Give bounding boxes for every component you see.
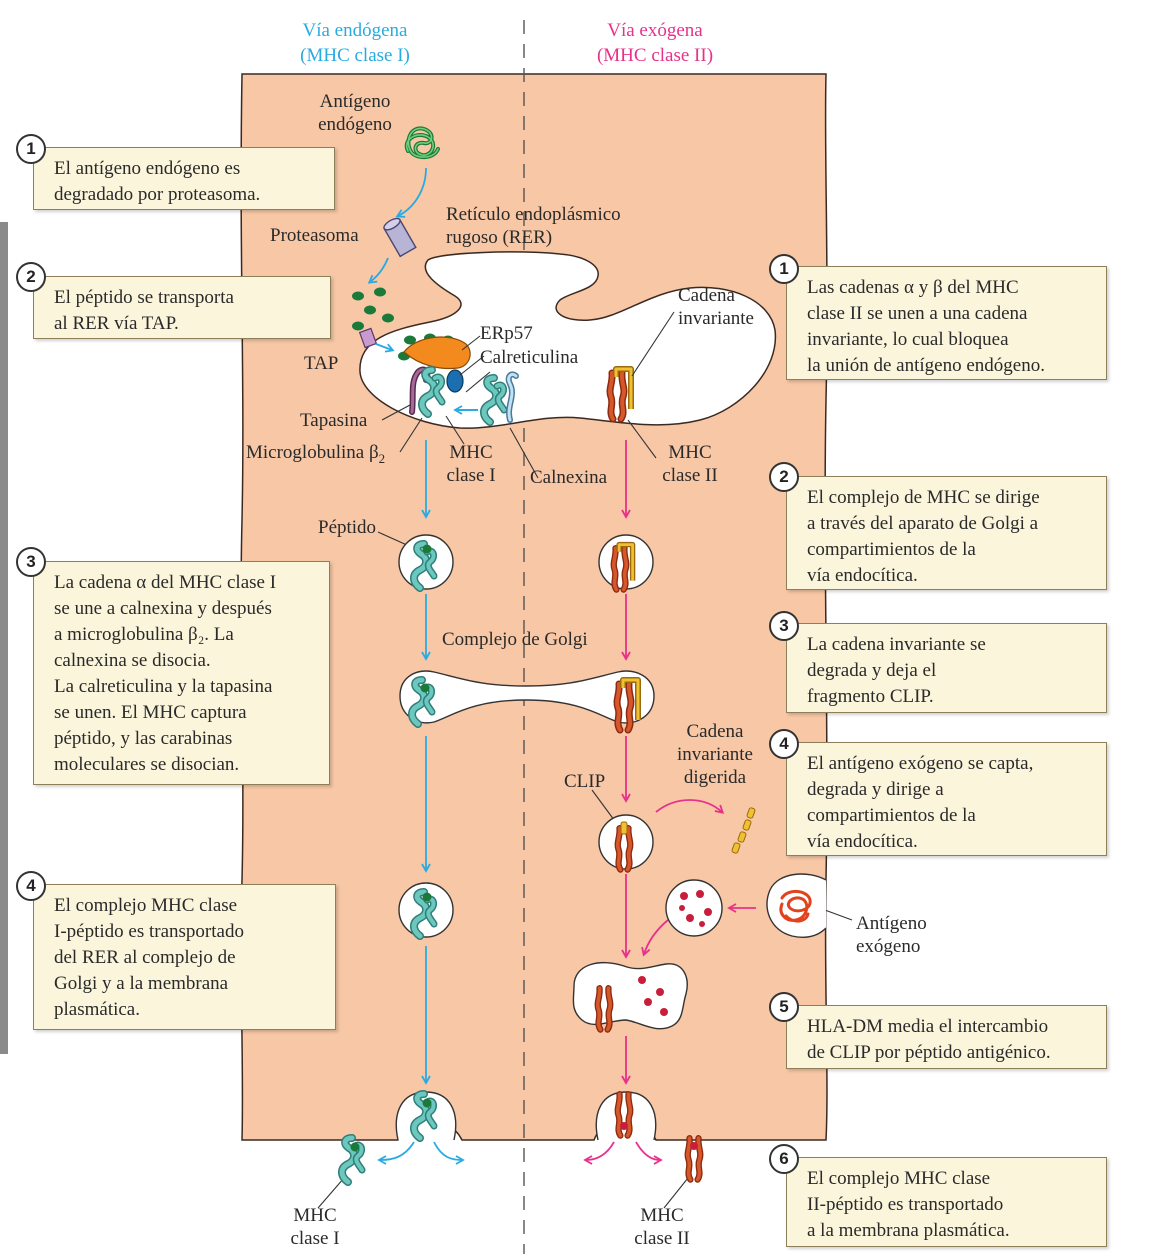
left-step-2-number: 2 [16,262,46,292]
label-b2-microglobulin: Microglobulina β2 [246,442,386,466]
right-step-2-box: El complejo de MHC se dirige a través de… [786,476,1107,590]
calreticulin [446,369,464,393]
proteasome [383,217,417,258]
label-surface-mhc-ii: MHC clase II [634,1205,690,1249]
endogenous-antigen [404,126,440,160]
left-step-2-box: El péptido se transporta al RER vía TAP. [33,276,331,339]
vesicle-endo-1 [398,534,454,589]
vesicle-exo-1 [598,534,654,590]
label-proteasome: Proteasoma [270,225,359,246]
right-step-3-box: La cadena invariante se degrada y deja e… [786,623,1107,713]
label-mhc-class-ii-er: MHC clase II [662,442,718,486]
vesicle-endo-2 [398,882,454,937]
exogenous-antigen [779,890,812,923]
exogenous-pathway-header: Vía exógena (MHC clase II) [596,20,714,66]
right-step-1-number: 1 [769,254,799,284]
right-step-4-box: El antígeno exógeno se capta, degrada y … [786,742,1107,856]
label-surface-mhc-i: MHC clase I [290,1205,340,1249]
left-step-4-box: El complejo MHC clase I-péptido es trans… [33,884,336,1030]
right-step-2-number: 2 [769,462,799,492]
right-step-1-box: Las cadenas α y β del MHC clase II se un… [786,266,1107,380]
membrane-fusion-exo [595,1091,657,1141]
label-peptide: Péptido [318,517,377,538]
left-step-1-number: 1 [16,134,46,164]
label-tapasin: Tapasina [300,410,368,431]
label-endogenous-antigen: Antígeno endógeno [318,91,392,135]
label-erp57: ERp57 [480,323,533,344]
right-step-3-number: 3 [769,611,799,641]
left-step-1-box: El antígeno endógeno es degradado por pr… [33,147,335,210]
tap-transporter [358,327,395,353]
label-exogenous-antigen: Antígeno exógeno [856,913,927,957]
endocytic-vesicle [665,879,723,937]
label-tap: TAP [304,353,339,374]
right-step-4-number: 4 [769,729,799,759]
label-calreticulin: Calreticulina [480,347,579,368]
endogenous-pathway-header: Vía endógena (MHC clase I) [300,20,410,66]
left-step-4-number: 4 [16,871,46,901]
right-step-6-number: 6 [769,1144,799,1174]
right-step-5-box: HLA-DM media el intercambio de CLIP por … [786,1005,1107,1069]
rough-er [359,251,777,429]
label-mhc-class-i-er: MHC clase I [446,442,496,486]
label-invariant-chain: Cadena invariante [678,285,754,329]
left-step-3-number: 3 [16,547,46,577]
exchange-compartment [572,962,688,1030]
label-rer: Retículo endoplásmico rugoso (RER) [446,204,621,248]
left-step-3-box: La cadena α del MHC clase I se une a cal… [33,561,330,785]
label-clip: CLIP [564,771,606,792]
endocytosis-pocket [766,873,827,938]
golgi-complex [399,670,655,724]
right-step-5-number: 5 [769,992,799,1022]
left-edge-bar [0,222,8,1054]
label-golgi: Complejo de Golgi [442,629,588,650]
digested-invariant-chain [731,807,756,854]
vesicle-exo-clip [598,814,654,870]
right-step-6-box: El complejo MHC clase II-péptido es tran… [786,1157,1107,1247]
label-digested-invariant-chain: Cadena invariante digerida [677,721,753,788]
label-calnexin: Calnexina [530,467,608,488]
